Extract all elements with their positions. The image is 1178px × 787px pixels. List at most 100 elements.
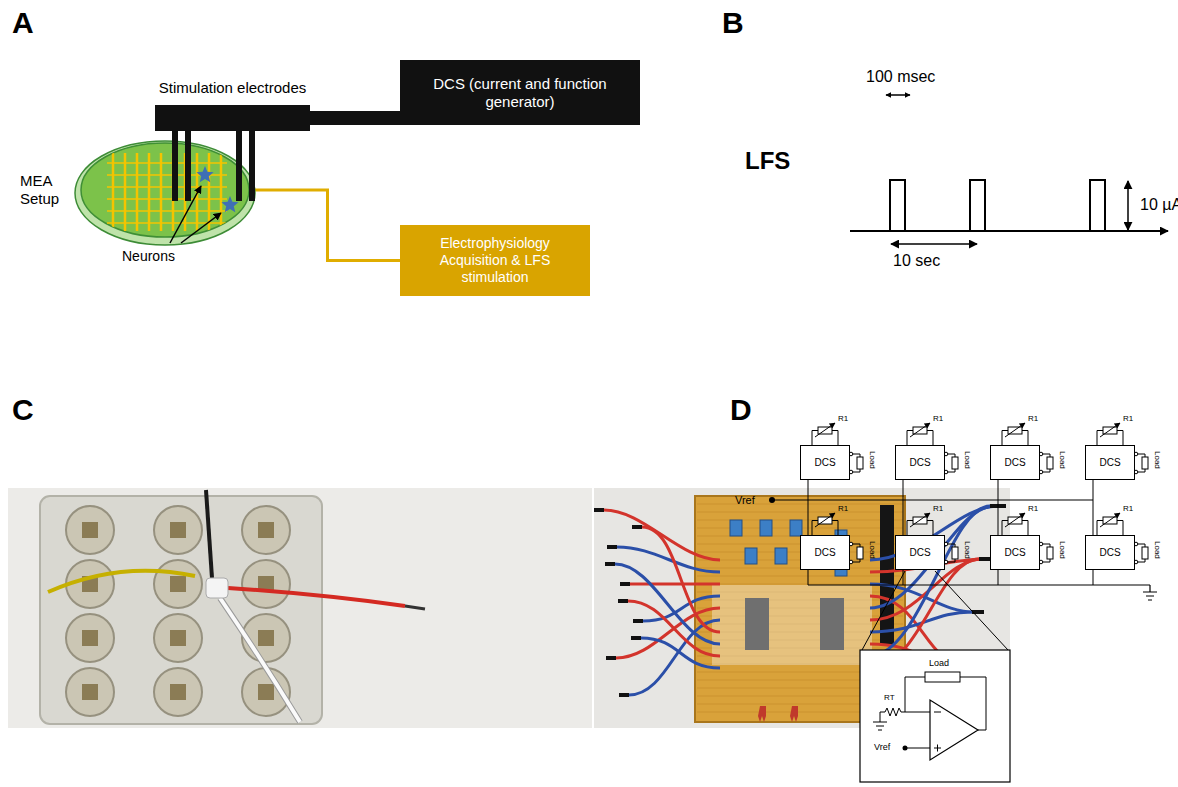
mea-grid-line	[136, 153, 139, 231]
mea-grid-line	[107, 186, 227, 188]
culture-well	[66, 614, 114, 662]
dcs-box: DCS	[800, 535, 850, 570]
node-text: DCS	[1004, 457, 1025, 469]
mea-grid-line	[196, 153, 199, 231]
electrode-array	[258, 684, 274, 700]
node-text: Electrophysiology Acquisition & LFS stim…	[420, 235, 570, 285]
trim-potentiometer	[835, 530, 847, 546]
wire-pin	[633, 619, 643, 623]
electrode-legs	[155, 131, 310, 206]
load-resistor	[1142, 547, 1148, 559]
variable-arrow	[1100, 513, 1120, 527]
electrode-array	[170, 684, 186, 700]
electrode-array	[82, 684, 98, 700]
petri-dish	[75, 135, 255, 245]
node-text: DCS	[1099, 457, 1120, 469]
jumper-wire	[870, 506, 998, 560]
signal-name: Vref	[735, 494, 755, 506]
board-track	[697, 552, 903, 553]
electrode-array	[170, 630, 186, 646]
jumper-wire	[630, 583, 720, 586]
terminal	[944, 470, 948, 474]
wire-pin	[594, 508, 604, 512]
culture-well	[66, 668, 114, 716]
wire-pin	[619, 693, 629, 697]
dcs-box: DCS	[1085, 445, 1135, 480]
board-track	[697, 576, 903, 577]
node-text: MEA Setup	[20, 172, 70, 208]
ground-symbol	[873, 722, 887, 730]
part-name: R1	[933, 415, 943, 424]
wire-pin	[990, 504, 998, 508]
wire	[1093, 570, 1094, 585]
trim-potentiometer	[760, 520, 772, 536]
mea-grid-line	[172, 153, 175, 231]
protocol-name: LFS	[745, 148, 790, 174]
dcs-box: DCS	[990, 535, 1040, 570]
red-wire	[228, 588, 405, 606]
trim-potentiometer	[805, 548, 817, 564]
wire	[1093, 500, 1094, 535]
culture-well	[154, 560, 202, 608]
culture-medium	[81, 143, 249, 237]
dish-wall	[75, 141, 255, 245]
vref-wire	[905, 748, 930, 749]
electrode-leg	[249, 131, 255, 201]
terminal	[1039, 560, 1043, 564]
mea-grid-line	[107, 222, 227, 224]
part-name: Load	[962, 541, 971, 559]
part-name: RT	[884, 694, 895, 703]
board-track	[697, 504, 903, 505]
period-arrow	[891, 243, 977, 245]
terminal	[1134, 542, 1138, 546]
spade-connector	[790, 706, 798, 722]
node-text: DCS	[909, 457, 930, 469]
stimulus-pulse	[1090, 180, 1105, 231]
load-resistor	[1047, 547, 1053, 559]
electrode-array	[170, 576, 186, 592]
white-wire	[220, 598, 300, 722]
terminal	[1134, 470, 1138, 474]
jumper-wire	[870, 612, 972, 632]
board-track	[697, 568, 903, 569]
culture-well	[66, 506, 114, 554]
electrode-leg	[172, 131, 178, 201]
mea-grid-line	[107, 198, 227, 200]
mea-grid-line	[148, 153, 151, 231]
plus-sign	[934, 745, 941, 752]
terminal	[944, 452, 948, 456]
feedback-wire	[905, 677, 986, 730]
electrode-array	[258, 630, 274, 646]
culture-well	[154, 668, 202, 716]
neuron-star	[196, 166, 213, 182]
wire-pin	[607, 545, 617, 549]
variable-arrow	[815, 513, 835, 527]
white-wire-outline	[220, 598, 300, 722]
mea-grid-line	[107, 162, 227, 164]
terminal	[849, 560, 853, 564]
minus-sign	[934, 712, 941, 713]
mea-dish: MEA Setup	[75, 135, 255, 245]
vref-terminal	[903, 746, 908, 751]
jumper-wire	[615, 564, 720, 644]
wire	[998, 480, 999, 500]
wire	[808, 500, 809, 535]
part-name: Load	[1152, 541, 1161, 559]
inset-frame	[860, 650, 1010, 782]
node-text: DCS	[1004, 547, 1025, 559]
jumper-wire	[870, 506, 994, 608]
wire	[903, 570, 904, 585]
part-name: Load	[867, 451, 876, 469]
jumper-wire	[641, 638, 720, 668]
signal-name: Vref	[874, 743, 890, 753]
insulation-tape	[712, 585, 872, 665]
wire-pin	[618, 599, 628, 603]
part-name: R1	[1123, 505, 1133, 514]
electrode-array	[82, 630, 98, 646]
node-text: DCS	[1099, 547, 1120, 559]
part-name: R1	[838, 415, 848, 424]
electrode-block: Stimulation electrodes	[155, 105, 310, 131]
panel-letter: B	[722, 6, 744, 39]
mea-grid-line	[112, 153, 115, 231]
